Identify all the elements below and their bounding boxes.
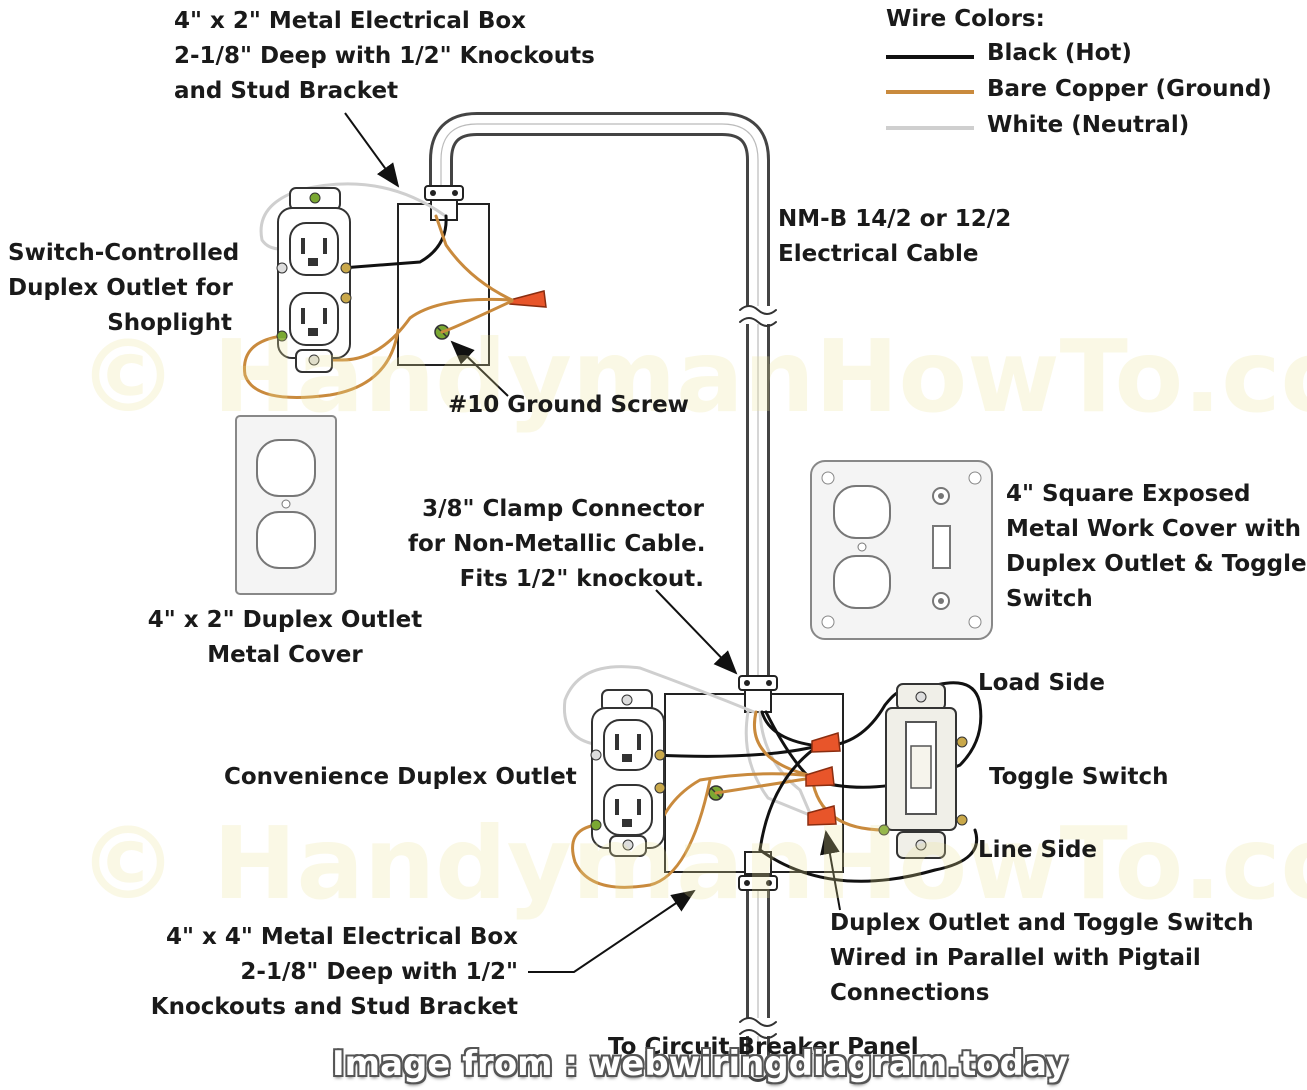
- top-metal-box: [397, 185, 547, 366]
- legend-item-neutral: White (Neutral): [987, 112, 1190, 138]
- nm-b-cable: [429, 112, 777, 1082]
- watermark-top: © HandymanHowTo.com: [78, 318, 1307, 435]
- label-parallel-note: Duplex Outlet and Toggle Switch Wired in…: [830, 910, 1254, 1006]
- label-toggle-switch: Toggle Switch: [989, 764, 1169, 790]
- legend-swatches: [886, 55, 974, 130]
- top-wires: [242, 182, 514, 399]
- label-metal-box-4x4: 4" x 4" Metal Electrical Box 2-1/8" Deep…: [150, 924, 518, 1020]
- label-load-side: Load Side: [978, 670, 1105, 696]
- label-breaker-panel: To Circuit Breaker Panel: [608, 1034, 919, 1060]
- watermark-bottom: © HandymanHowTo.com: [78, 805, 1307, 922]
- label-line-side: Line Side: [978, 837, 1098, 863]
- switch-controlled-outlet: [276, 187, 352, 373]
- legend-title: Wire Colors:: [886, 6, 1045, 32]
- label-metal-box-2x4: 4" x 2" Metal Electrical Box 2-1/8" Deep…: [174, 8, 595, 104]
- toggle-switch: [878, 683, 968, 859]
- convenience-outlet: [590, 689, 666, 857]
- label-convenience-outlet: Convenience Duplex Outlet: [224, 764, 577, 790]
- callout-arrows: [344, 112, 841, 973]
- label-square-cover: 4" Square Exposed Metal Work Cover with …: [1006, 481, 1307, 612]
- label-duplex-cover: 4" x 2" Duplex Outlet Metal Cover: [147, 607, 423, 668]
- label-clamp-connector: 3/8" Clamp Connector for Non-Metallic Ca…: [408, 496, 706, 592]
- label-cable: NM-B 14/2 or 12/2 Electrical Cable: [778, 206, 1012, 267]
- square-work-cover: [810, 460, 993, 640]
- label-ground-screw: #10 Ground Screw: [448, 392, 689, 418]
- label-switch-controlled-outlet: Switch-Controlled Duplex Outlet for Shop…: [8, 240, 240, 336]
- legend-item-ground: Bare Copper (Ground): [987, 76, 1272, 102]
- image-credit: Image from : webwiringdiagram.today: [332, 1044, 1069, 1084]
- duplex-cover-plate: [235, 415, 337, 595]
- legend-item-hot: Black (Hot): [987, 40, 1132, 66]
- bottom-wire-nuts: [805, 732, 841, 826]
